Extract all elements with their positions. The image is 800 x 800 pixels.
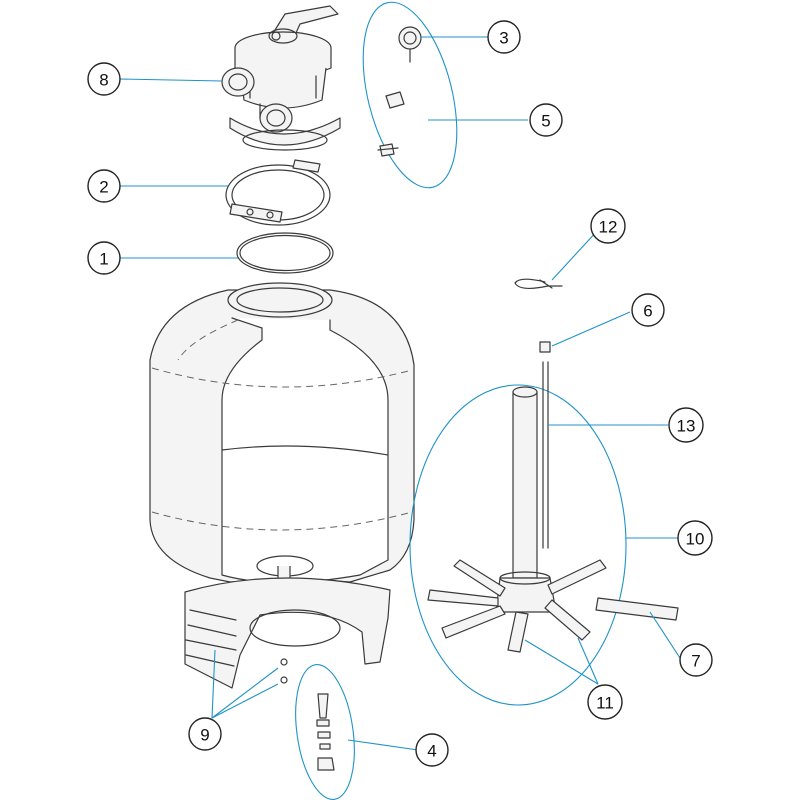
callout-8: 8	[87, 62, 121, 96]
callout-4: 4	[415, 733, 449, 767]
callout-number: 3	[499, 29, 508, 48]
callout-number: 6	[643, 302, 652, 321]
drain-plug-inset	[295, 663, 355, 800]
callout-9: 9	[188, 717, 222, 751]
callout-7: 7	[679, 643, 713, 677]
callout-number: 5	[541, 112, 550, 131]
tank-base	[184, 577, 391, 689]
callout-number: 2	[99, 178, 108, 197]
callout-number: 11	[596, 694, 614, 713]
callout-13: 13	[668, 407, 704, 443]
gauge-and-fittings-inset	[362, 1, 458, 189]
clamp-ring	[225, 159, 331, 226]
cable-tie	[514, 278, 563, 289]
callout-number: 4	[427, 742, 436, 761]
callout-number: 13	[677, 417, 696, 436]
callout-3: 3	[487, 20, 521, 54]
callout-6: 6	[631, 293, 665, 327]
callout-1: 1	[87, 241, 121, 275]
lateral-collector-inset	[409, 341, 679, 706]
filter-tank	[149, 282, 415, 594]
callout-number: 1	[99, 250, 108, 269]
callout-2: 2	[87, 169, 121, 203]
callout-12: 12	[590, 208, 626, 244]
callout-number: 8	[99, 71, 108, 90]
callout-11: 11	[587, 684, 623, 720]
callout-number: 7	[691, 652, 700, 671]
leader-lines	[119, 36, 681, 751]
callout-10: 10	[677, 520, 713, 556]
callout-number: 12	[599, 218, 618, 237]
callout-number: 9	[200, 726, 209, 745]
callout-number: 10	[686, 530, 705, 549]
callout-5: 5	[529, 103, 563, 137]
multiport-valve	[221, 5, 341, 151]
o-ring	[236, 232, 334, 274]
